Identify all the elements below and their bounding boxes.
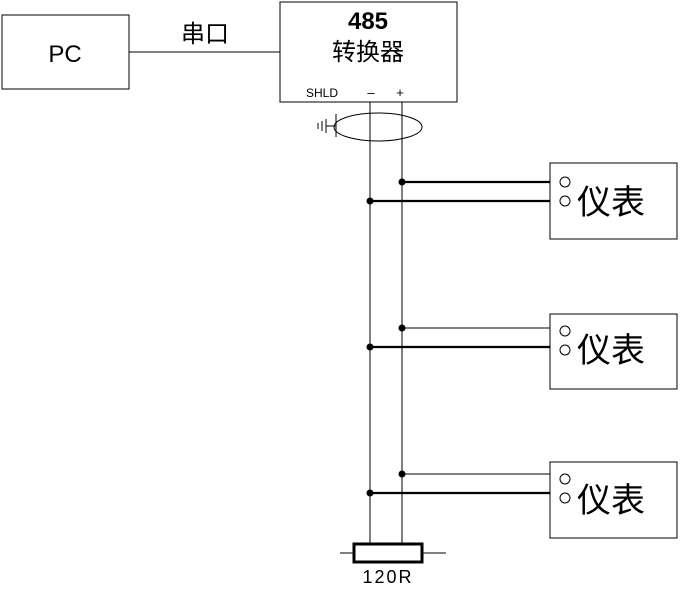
terminal-icon [559,492,571,504]
converter-node[interactable]: 485 转换器 SHLD – + [279,1,458,103]
serial-link-label: 串口 [181,21,229,48]
pc-label: PC [48,41,81,68]
junction-dot [366,197,374,205]
terminal-icon [559,473,571,485]
junction-dot [366,489,374,497]
terminator-resistor[interactable]: 120R [340,542,446,587]
terminal-shield-label: SHLD [306,86,338,100]
instrument-3-box [549,461,678,539]
shield-ellipse-icon [333,112,423,142]
terminal-icon [559,325,571,337]
instrument-1-box [549,162,678,240]
instrument-1-label: 仪表 [577,184,645,222]
converter-title: 485 [348,8,388,35]
instrument-node-3[interactable]: 仪表 [366,461,678,539]
junction-dot [366,343,374,351]
terminal-icon [559,344,571,356]
converter-subtitle: 转换器 [332,39,404,66]
instrument-2-box [549,313,678,390]
instrument-node-1[interactable]: 仪表 [366,162,678,240]
instrument-2-label: 仪表 [577,332,645,370]
instrument-3-label: 仪表 [577,482,645,520]
ground-icon [317,114,337,137]
junction-dot [398,324,406,332]
terminal-icon [559,195,571,207]
resistor-icon [352,542,424,564]
pc-node[interactable]: PC [1,14,130,90]
pc-box [1,14,130,90]
junction-dot [398,178,406,186]
terminal-icon [559,176,571,188]
converter-box [279,1,458,103]
junction-dot [398,470,406,478]
terminator-label: 120R [362,567,413,587]
terminal-minus-label: – [367,85,375,100]
instrument-node-2[interactable]: 仪表 [366,313,678,390]
terminal-plus-label: + [396,85,404,100]
